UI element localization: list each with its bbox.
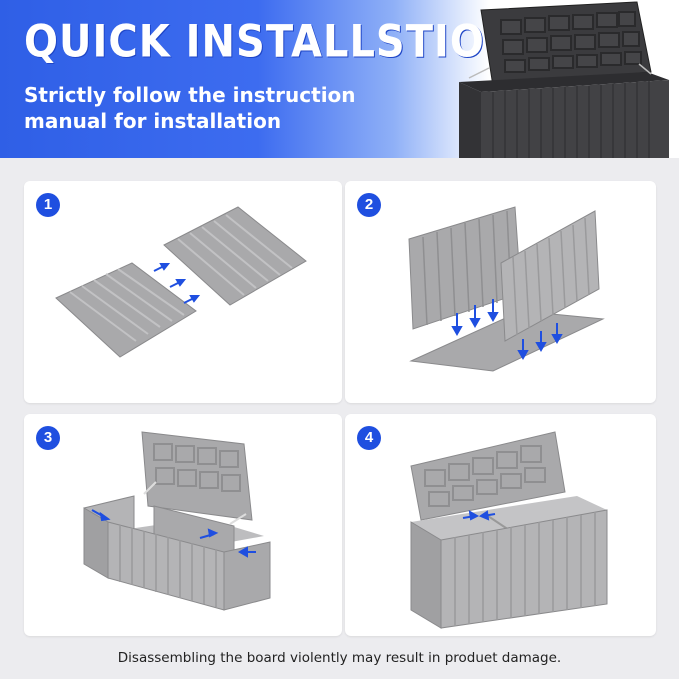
step-1-panel: 1: [24, 181, 342, 403]
header-banner: QUICK INSTALLSTION Strictly follow the i…: [0, 0, 679, 158]
step-2-panel: 2: [345, 181, 656, 403]
page-title: QUICK INSTALLSTION: [24, 16, 520, 68]
step-4-illustration: [410, 431, 608, 629]
step-4-panel: 4: [345, 414, 656, 636]
step-2-illustration: [408, 206, 605, 372]
page-subtitle: Strictly follow the instruction manual f…: [24, 83, 356, 133]
step-3-panel: 3: [24, 414, 342, 636]
step-3-badge: 3: [36, 426, 60, 450]
storage-box-hero-image: [459, 1, 669, 158]
step-2-badge: 2: [357, 193, 381, 217]
step-3-illustration: [83, 431, 271, 611]
step-1-badge: 1: [36, 193, 60, 217]
footer-warning: Disassembling the board violently may re…: [117, 650, 562, 666]
step-1-illustration: [55, 206, 307, 358]
step-4-badge: 4: [357, 426, 381, 450]
